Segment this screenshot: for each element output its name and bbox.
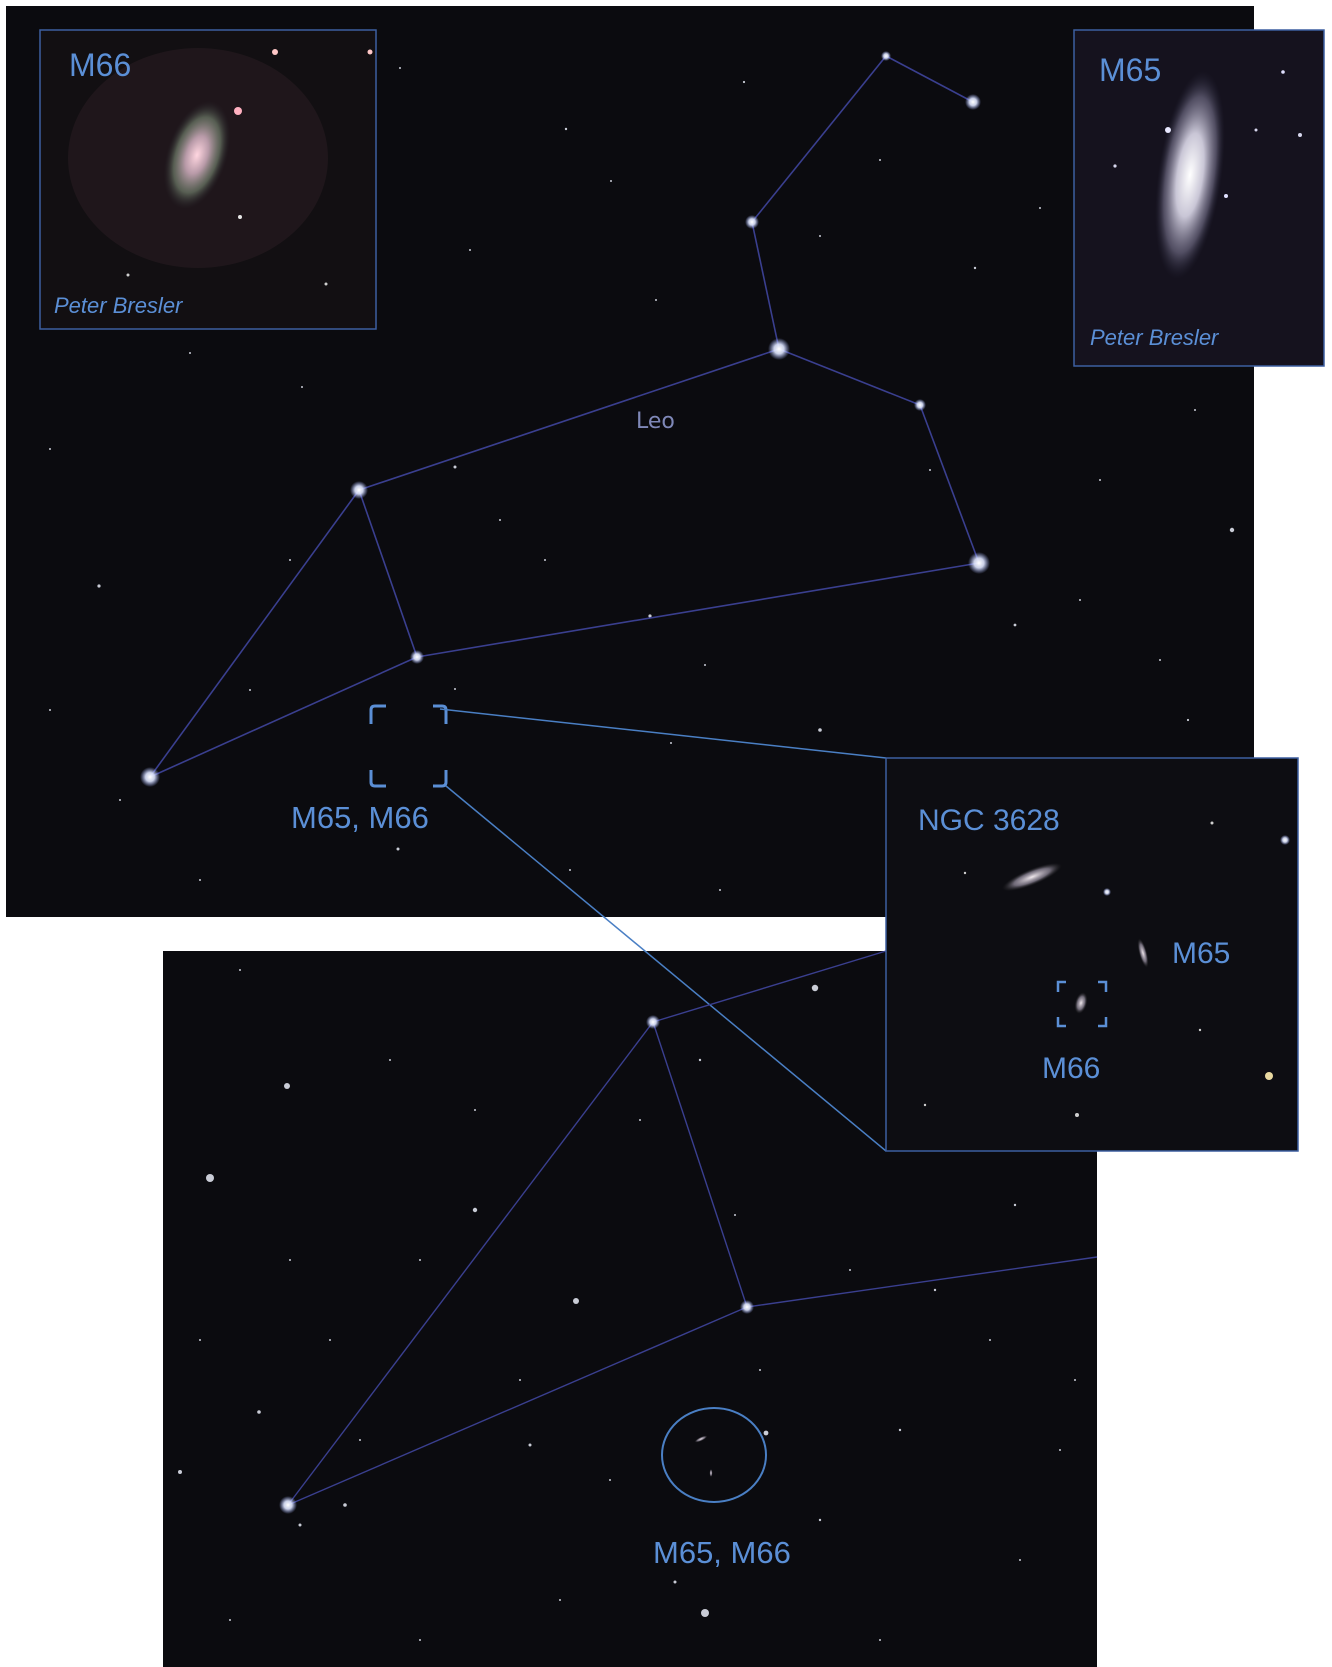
- zoom-m66-label: M66: [1042, 1052, 1100, 1085]
- target-reticle: [369, 704, 448, 788]
- m66-inset-title: M66: [69, 47, 131, 83]
- m66-inset: M66 Peter Bresler: [39, 29, 377, 330]
- ngc3628-label: NGC 3628: [918, 804, 1060, 837]
- galaxy-group-marker: [661, 1407, 767, 1503]
- bottom-constellation-lines: [287, 950, 1098, 1506]
- constellation-name: Leo: [636, 409, 675, 434]
- m65-inset-credit: Peter Bresler: [1090, 325, 1220, 350]
- zoom-m65-label: M65: [1172, 937, 1230, 970]
- leo-constellation-lines: [149, 55, 980, 778]
- target-label: M65, M66: [291, 800, 429, 835]
- leo-constellation-stars: [140, 51, 990, 787]
- m65-inset-title: M65: [1099, 52, 1161, 88]
- m65-galaxy-image: [1155, 70, 1225, 280]
- m66-galaxy-small: [1074, 992, 1088, 1014]
- ngc3628-galaxy-image: [1002, 862, 1062, 892]
- m66-inset-credit: Peter Bresler: [54, 293, 184, 318]
- bottom-target-label: M65, M66: [653, 1535, 791, 1570]
- m65-inset: M65 Peter Bresler: [1073, 29, 1325, 367]
- background-stars-bottom: [178, 969, 1076, 1641]
- bottom-constellation-stars: [279, 1015, 754, 1514]
- leo-triplet-zoom-inset: NGC 3628 M65 M66: [885, 757, 1299, 1152]
- m66-reticle: [1056, 980, 1108, 1028]
- zoom-connector-lines: [439, 708, 887, 1152]
- m66-galaxy-image: [163, 100, 231, 210]
- m65-galaxy-small: [1137, 938, 1149, 968]
